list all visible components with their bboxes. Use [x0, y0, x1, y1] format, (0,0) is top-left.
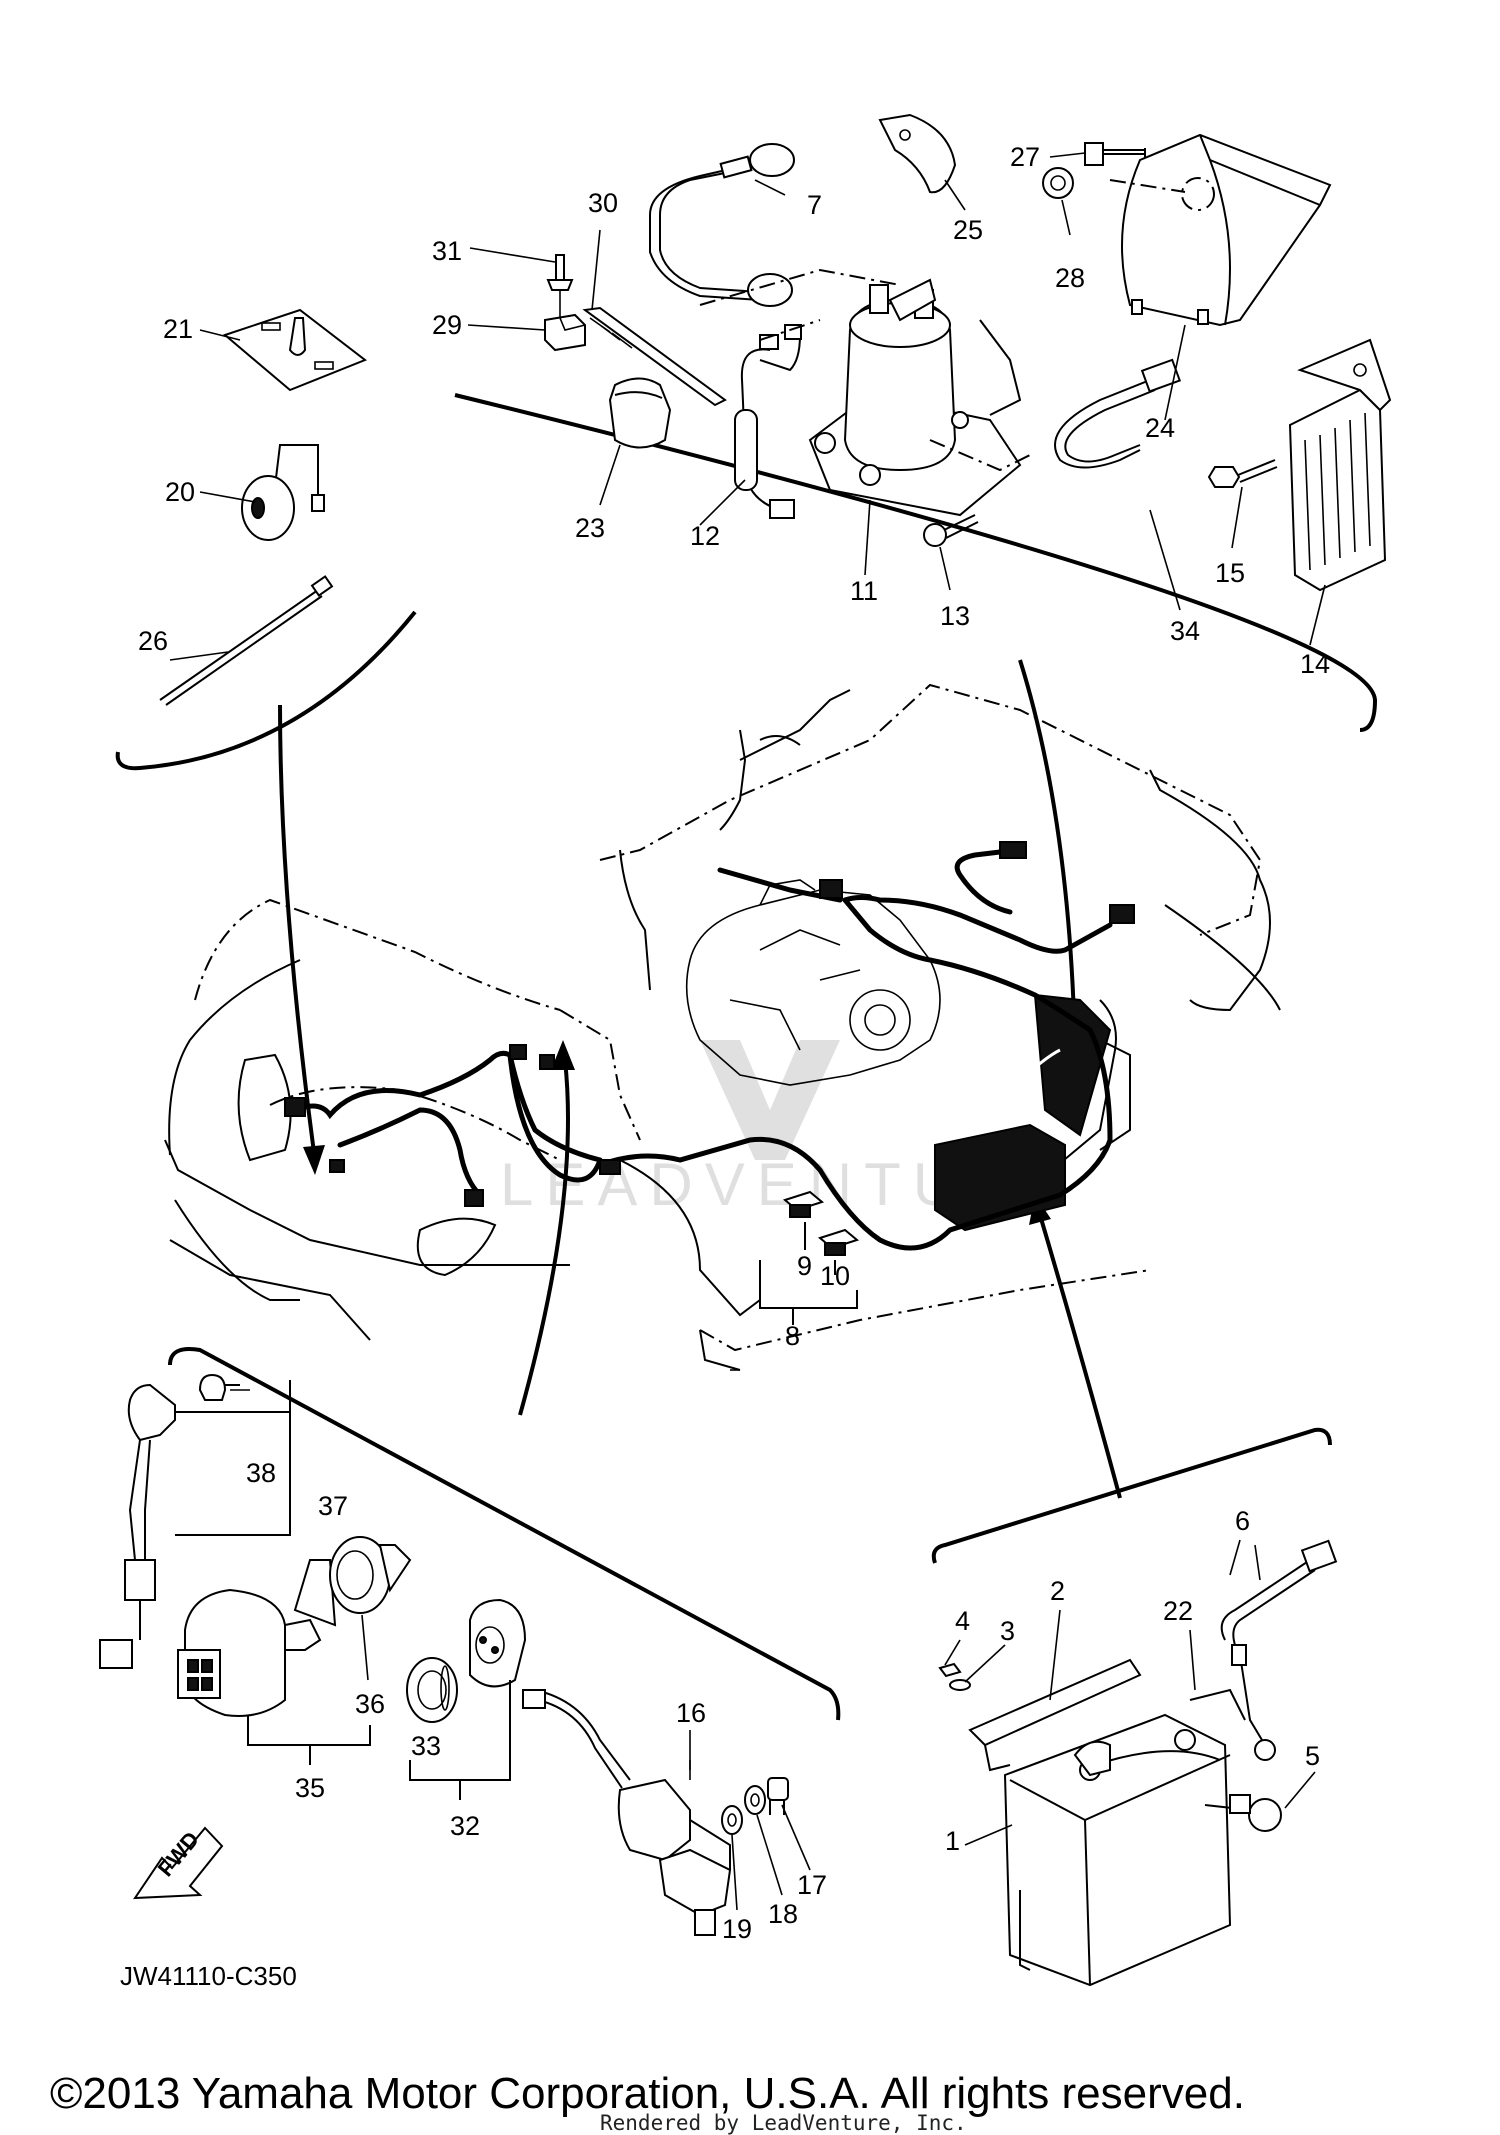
battery-cable-6-part [1220, 1539, 1338, 1761]
callout-25: 25 [953, 215, 983, 245]
bracket-21-part [222, 308, 368, 392]
callout-3: 3 [1000, 1616, 1015, 1646]
callout-20: 20 [165, 477, 195, 507]
connection-arrows [278, 659, 1122, 1499]
callout-31: 31 [432, 236, 462, 266]
battery-lead-22-part [1073, 1688, 1246, 1777]
grommet-28-part [1042, 167, 1074, 199]
callout-4: 4 [955, 1606, 970, 1636]
clamp-part [878, 113, 957, 194]
callout-10: 10 [820, 1261, 850, 1291]
callout-14: 14 [1300, 649, 1330, 679]
clip-29-part [544, 313, 586, 352]
callout-29: 29 [432, 310, 462, 340]
callout-28: 28 [1055, 263, 1085, 293]
callout-19: 19 [722, 1914, 752, 1944]
callout-1: 1 [945, 1826, 960, 1856]
callout-22: 22 [1163, 1596, 1193, 1626]
callout-32: 32 [450, 1811, 480, 1841]
rectifier-14-part [1288, 338, 1392, 592]
callout-36: 36 [355, 1689, 385, 1719]
bolt-17-part [767, 1777, 789, 1815]
lower-right-section-boundary [931, 1427, 1332, 1564]
rivet-31-part [546, 254, 574, 320]
nut-33-part [406, 1657, 458, 1723]
callout-labels: 1 2 3 4 5 6 7 8 9 10 11 12 13 14 15 16 1… [138, 142, 1330, 1944]
horn-20-part [241, 444, 325, 541]
callout-27: 27 [1010, 142, 1040, 172]
lower-left-section-boundary [168, 1347, 841, 1721]
battery-cable-part [649, 143, 795, 307]
band-2-part [968, 1658, 1142, 1772]
callout-33: 33 [411, 1731, 441, 1761]
switches-8 [759, 1190, 860, 1325]
engine-outline [685, 879, 941, 1086]
wire-harness [284, 841, 1135, 1251]
callout-2: 2 [1050, 1576, 1065, 1606]
callout-35: 35 [295, 1773, 325, 1803]
callout-12: 12 [690, 521, 720, 551]
callout-24: 24 [1145, 413, 1175, 443]
callout-5: 5 [1305, 1741, 1320, 1771]
cap-23-part [608, 377, 672, 449]
band-34-part [1054, 358, 1182, 469]
relay-11-part [699, 268, 1031, 517]
callout-11: 11 [850, 576, 878, 606]
washer-3-part [949, 1679, 971, 1691]
copyright-notice: ©2013 Yamaha Motor Corporation, U.S.A. A… [50, 2069, 1245, 2118]
callout-13: 13 [940, 601, 970, 631]
bolt-27-part [1084, 142, 1146, 166]
bolt-15-part [1207, 459, 1278, 488]
callout-17: 17 [797, 1870, 827, 1900]
fwd-arrow-badge: FWD [133, 1826, 224, 1900]
cap-36-part [329, 1536, 412, 1614]
callout-30: 30 [588, 188, 618, 218]
top-section-boundary [115, 393, 1378, 771]
battery-1-part [1003, 1713, 1232, 1987]
callout-9: 9 [797, 1251, 812, 1281]
nut-4-part [938, 1662, 962, 1678]
cover-part [1109, 133, 1332, 327]
lead-wire-12-part [734, 324, 802, 519]
callout-37: 37 [318, 1491, 348, 1521]
callout-26: 26 [138, 626, 168, 656]
callout-6: 6 [1235, 1506, 1250, 1536]
bolt-13-part [923, 514, 979, 547]
callout-23: 23 [575, 513, 605, 543]
sensor-16-part [522, 1689, 732, 1936]
callout-34: 34 [1170, 616, 1200, 646]
callout-38: 38 [246, 1458, 276, 1488]
rendered-by-notice: Rendered by LeadVenture, Inc. [600, 2111, 967, 2135]
band-30-part [582, 306, 727, 407]
callout-16: 16 [676, 1698, 706, 1728]
washer-18-part [744, 1785, 766, 1815]
diagram-code: JW41110-C350 [120, 1961, 297, 1991]
callout-15: 15 [1215, 558, 1245, 588]
callout-18: 18 [768, 1899, 798, 1929]
socket-32-part [409, 1598, 527, 1800]
main-switch-35-part [177, 1559, 371, 1765]
callout-7: 7 [807, 190, 822, 220]
battery-in-vehicle [934, 993, 1112, 1232]
callout-21: 21 [163, 314, 193, 344]
bulb-38-part [198, 1373, 240, 1401]
battery-cable-5-part [1204, 1794, 1282, 1832]
callout-8: 8 [785, 1321, 800, 1351]
leader-lines [169, 152, 1326, 1911]
band-26-part [159, 575, 334, 706]
socket-37-part [99, 1380, 291, 1669]
vehicle-frame-outline [164, 683, 1281, 1371]
washer-19-part [721, 1805, 743, 1835]
